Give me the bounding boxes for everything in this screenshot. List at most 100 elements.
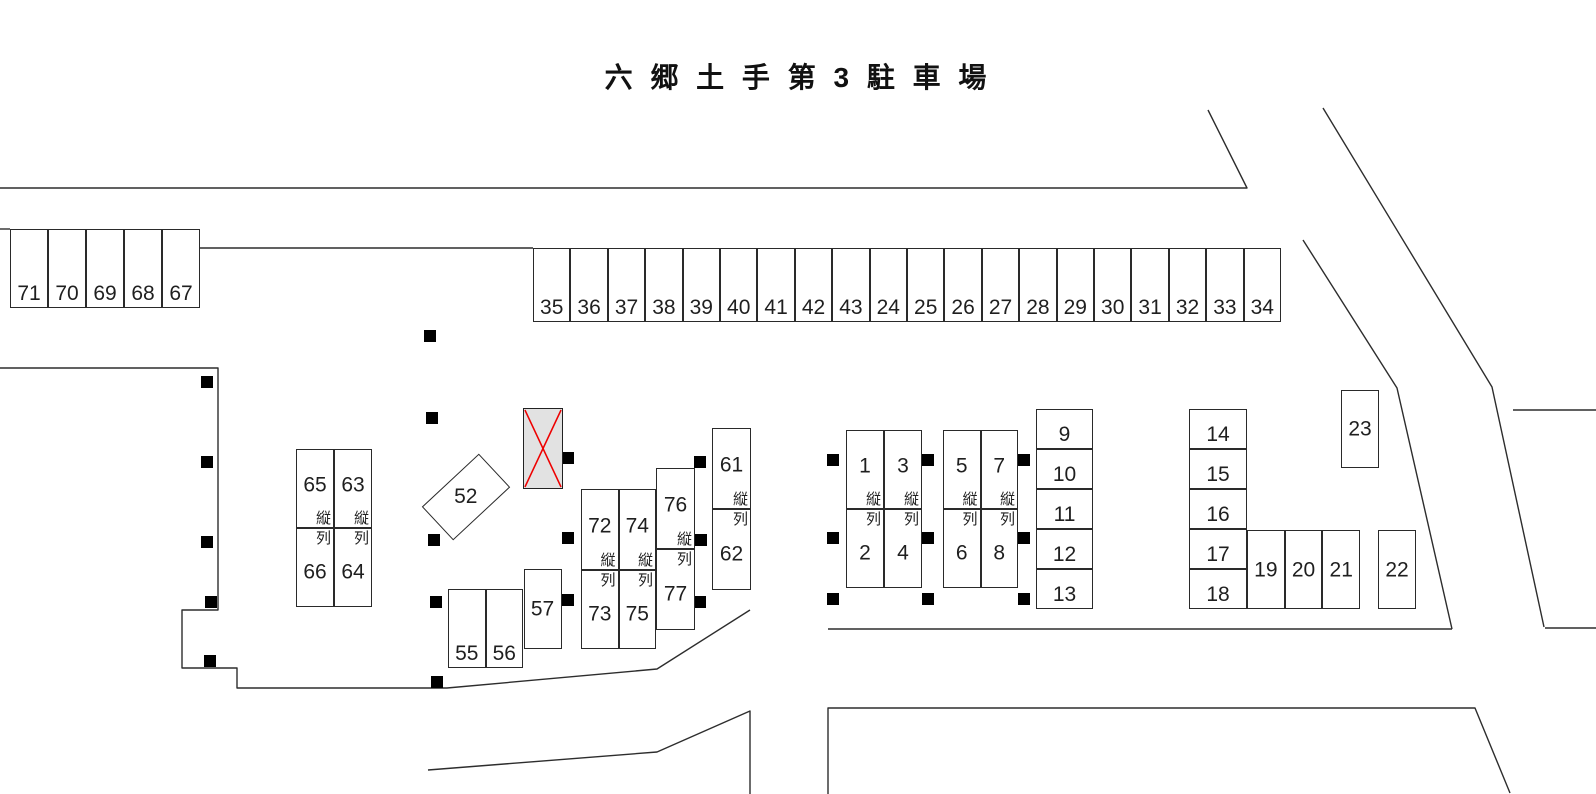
space-number: 14 (1206, 423, 1230, 446)
space-number: 38 (652, 296, 676, 319)
parking-space-21: 21 (1322, 530, 1361, 609)
tandem-marker: 列 (676, 551, 692, 568)
square-marker (827, 454, 839, 466)
space-number: 68 (131, 282, 155, 305)
square-marker (694, 456, 706, 468)
space-number: 72 (588, 514, 612, 538)
parking-space-16: 16 (1189, 489, 1247, 529)
space-number: 36 (577, 296, 601, 319)
square-marker (827, 532, 839, 544)
tandem-marker: 縦 (676, 531, 692, 548)
space-number: 26 (951, 296, 975, 319)
page-title: 六 郷 土 手 第 3 駐 車 場 (604, 62, 992, 93)
square-marker (426, 412, 438, 424)
square-marker (562, 452, 574, 464)
space-number: 37 (614, 296, 639, 319)
square-marker (428, 534, 440, 546)
space-number: 61 (719, 453, 744, 477)
space-number: 29 (1063, 296, 1087, 319)
space-number: 52 (454, 485, 478, 509)
square-marker (694, 596, 706, 608)
parking-space-19: 19 (1247, 530, 1285, 609)
space-number: 25 (914, 296, 938, 319)
square-marker (430, 596, 442, 608)
parking-space-24: 24 (869, 248, 907, 322)
space-number: 74 (625, 514, 649, 538)
space-number: 69 (93, 282, 117, 305)
parking-space-39: 39 (682, 248, 720, 322)
space-number: 12 (1052, 543, 1077, 566)
space-number: 2 (859, 541, 871, 565)
space-number: 55 (455, 642, 479, 665)
parking-space-26: 26 (944, 248, 982, 322)
space-number: 28 (1026, 296, 1050, 319)
space-number: 30 (1101, 296, 1125, 319)
parking-space-15: 15 (1189, 449, 1247, 489)
tandem-marker: 列 (903, 511, 919, 528)
parking-space-13: 13 (1036, 569, 1093, 609)
parking-space-69: 69 (86, 229, 124, 308)
square-marker (1018, 593, 1030, 605)
square-marker (1018, 532, 1030, 544)
space-number: 7 (993, 454, 1006, 478)
parking-space-55: 55 (448, 589, 486, 668)
space-number: 11 (1053, 503, 1076, 526)
space-number: 75 (625, 602, 649, 626)
tandem-marker: 縦 (865, 491, 881, 508)
parking-space-76: 76 縦 (656, 468, 695, 549)
road-lines (0, 107, 1596, 794)
parking-space-56: 56 (485, 589, 523, 668)
crossed-out-space (523, 408, 563, 489)
parking-space-70: 70 (48, 229, 86, 308)
tandem-marker: 縦 (353, 510, 369, 527)
space-number: 31 (1138, 296, 1162, 319)
space-number: 56 (492, 642, 516, 665)
parking-space-29: 29 (1056, 248, 1094, 322)
parking-space-52: 52 (421, 453, 511, 541)
square-marker (827, 593, 839, 605)
parking-space-37: 37 (607, 248, 646, 322)
space-number: 18 (1206, 583, 1230, 606)
space-number: 39 (689, 296, 713, 319)
parking-space-57: 57 (523, 569, 562, 649)
space-number: 19 (1254, 558, 1278, 581)
parking-space-33: 33 (1206, 248, 1244, 322)
parking-space-67: 67 (162, 229, 200, 308)
space-number: 42 (801, 296, 826, 319)
tandem-marker: 列 (315, 530, 331, 547)
space-number: 4 (897, 541, 909, 565)
parking-space-41: 41 (757, 248, 795, 322)
space-number: 20 (1291, 558, 1316, 581)
parking-space-42: 42 (794, 248, 833, 322)
space-number: 62 (719, 542, 744, 566)
space-number: 21 (1329, 558, 1353, 581)
space-number: 15 (1206, 463, 1230, 486)
space-number: 57 (530, 597, 555, 621)
space-number: 76 (663, 493, 688, 517)
parking-space-43: 43 (832, 248, 870, 322)
tandem-marker: 縦 (962, 491, 978, 508)
parking-space-22: 22 (1378, 530, 1416, 609)
parking-space-10: 10 (1036, 449, 1093, 489)
parking-space-36: 36 (570, 248, 608, 322)
space-number: 34 (1250, 296, 1274, 319)
space-number: 8 (993, 541, 1006, 565)
space-number: 64 (341, 560, 365, 584)
space-number: 41 (764, 296, 788, 319)
square-marker (204, 655, 216, 667)
parking-space-27: 27 (981, 248, 1020, 322)
tandem-marker: 縦 (315, 510, 331, 527)
